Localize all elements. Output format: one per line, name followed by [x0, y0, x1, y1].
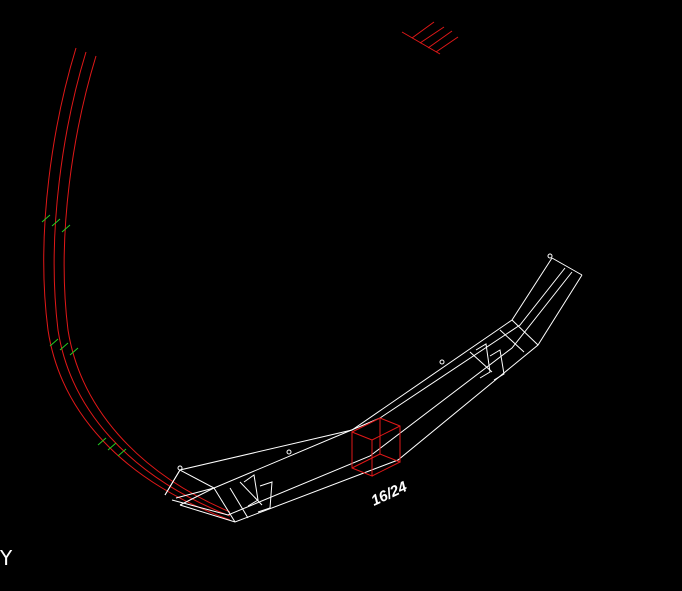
channel-end-left — [164, 469, 216, 506]
tick — [51, 218, 61, 227]
hatch-line — [419, 26, 445, 44]
tick — [61, 224, 71, 233]
tick — [69, 347, 79, 356]
channel-edge-top — [164, 257, 553, 496]
section-box-front — [351, 431, 373, 477]
rail-middle — [53, 51, 231, 517]
axis-y-label: Y — [0, 546, 13, 570]
channel-edge-bottom — [179, 274, 583, 523]
marker-point — [177, 465, 183, 471]
section-box-edge — [371, 425, 401, 441]
section-box — [351, 417, 401, 477]
brace — [489, 349, 505, 381]
tick — [49, 338, 59, 347]
tick — [59, 342, 69, 351]
section-box-back — [379, 417, 401, 463]
tick — [97, 437, 107, 446]
hatch-line — [435, 36, 459, 53]
hatch-line — [411, 21, 435, 39]
channel-end-right — [551, 257, 583, 276]
red-curved-rails — [43, 47, 231, 521]
cross-frame — [499, 329, 525, 353]
channel-edge-bottom-inner — [171, 271, 573, 516]
hatch-line — [427, 30, 453, 49]
marker-point — [439, 359, 445, 365]
red-hatch-mark — [401, 21, 459, 55]
marker-point — [286, 449, 292, 455]
tick — [107, 442, 117, 451]
cross-frame — [239, 481, 263, 506]
white-wireframe-channel — [164, 253, 583, 523]
section-box-edge — [351, 453, 381, 469]
green-ticks — [41, 214, 127, 457]
tick — [117, 448, 127, 457]
cross-frame — [213, 487, 236, 523]
brace — [475, 343, 491, 379]
channel-edge-top-inner — [175, 267, 566, 499]
cross-frame — [511, 319, 539, 346]
cross-frame — [469, 351, 493, 373]
section-box-edge — [371, 461, 401, 477]
brace — [243, 474, 259, 507]
section-box-edge — [351, 417, 381, 433]
rail-inner — [63, 55, 231, 513]
tick — [41, 214, 51, 223]
marker-point — [547, 253, 553, 259]
hatch-base — [401, 31, 441, 55]
cross-frame — [229, 487, 249, 519]
rail-outer — [43, 47, 231, 521]
section-label: 16/24 — [369, 478, 411, 510]
brace — [257, 481, 273, 513]
